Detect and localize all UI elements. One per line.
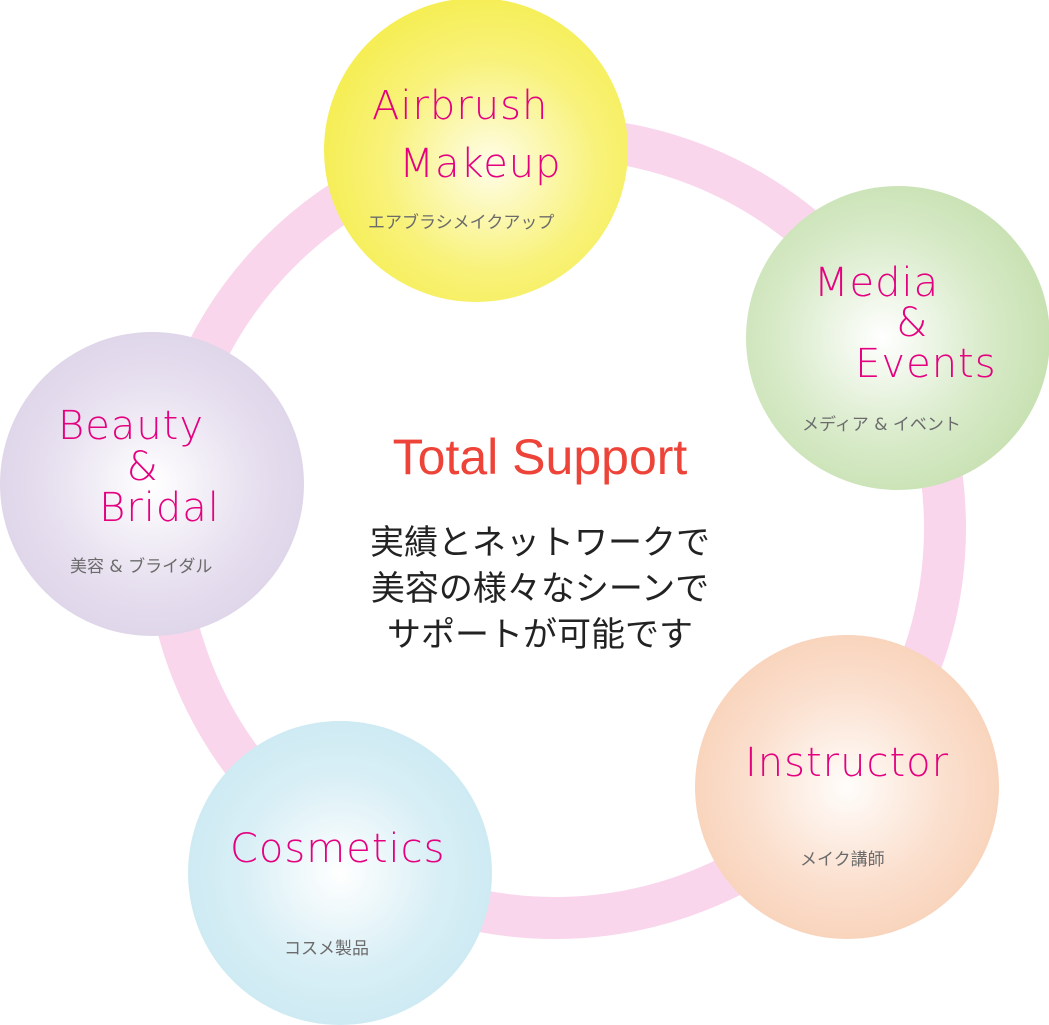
bubble-media-events[interactable]: Media & Events メディア & イベント [746, 186, 1049, 490]
bubble-title-line: Cosmetics [230, 826, 446, 872]
bubble-title-line: & [814, 300, 929, 346]
bubble-title-line: Media [814, 260, 940, 306]
description-line: サポートが可能です [387, 615, 693, 655]
bubble-subtitle: 美容 & ブライダル [70, 557, 213, 577]
center-title: Total Support [392, 429, 688, 485]
bubble-instructor[interactable]: Instructor メイク講師 [695, 635, 999, 939]
bubble-title-line: Makeup [372, 141, 562, 187]
description-line: 実績とネットワークで [370, 523, 710, 563]
bubble-title-line: Instructor [745, 740, 950, 786]
center-description: 実績とネットワークで 美容の様々なシーンで サポートが可能です [300, 520, 780, 658]
bubble-title-line: Bridal [58, 485, 220, 531]
bubble-title-line: & [58, 444, 159, 490]
bubble-subtitle: メイク講師 [800, 850, 885, 870]
bubble-subtitle: コスメ製品 [284, 939, 369, 959]
bubble-cosmetics[interactable]: Cosmetics コスメ製品 [188, 721, 492, 1025]
bubble-beauty-bridal[interactable]: Beauty & Bridal 美容 & ブライダル [0, 332, 304, 636]
bubble-airbrush-makeup[interactable]: Airbrush Makeup エアブラシメイクアップ [324, 0, 628, 302]
description-line: 美容の様々なシーンで [370, 569, 710, 609]
bubble-subtitle: メディア & イベント [802, 415, 961, 435]
bubble-title-line: Events [814, 341, 997, 387]
bubble-subtitle: エアブラシメイクアップ [368, 213, 555, 233]
bubble-title-line: Airbrush [372, 83, 549, 129]
bubble-title-line: Beauty [58, 403, 205, 449]
